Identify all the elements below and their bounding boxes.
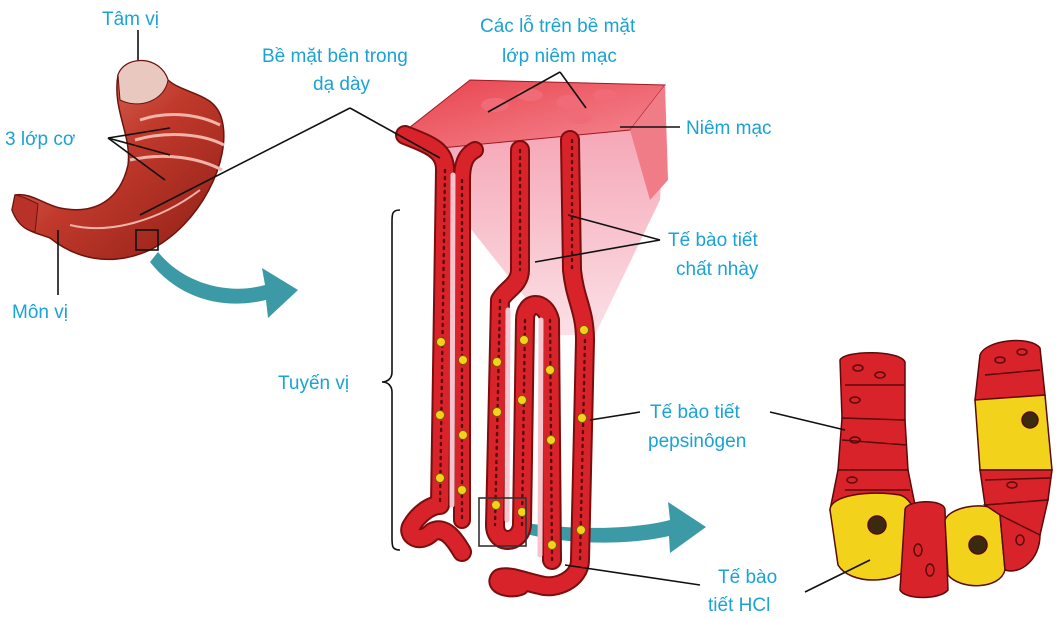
label-cac-lo-2: lớp niêm mạc [502, 46, 617, 67]
label-cac-lo-1: Các lỗ trên bề mặt [480, 15, 636, 37]
label-te-bao-hcl-2: tiết HCl [708, 595, 770, 616]
label-3-lop-co: 3 lớp cơ [5, 129, 75, 150]
label-mon-vi: Môn vị [12, 302, 68, 323]
label-niem-mac: Niêm mạc [686, 118, 772, 139]
stomach-illustration [12, 61, 224, 260]
label-tam-vi: Tâm vị [102, 9, 159, 30]
gastric-gland [382, 80, 668, 587]
label-te-bao-nhay-1: Tế bào tiết [668, 230, 758, 251]
zoom-arrow-1 [150, 252, 298, 318]
label-te-bao-pep-1: Tế bào tiết [650, 402, 740, 423]
tuyen-vi-brace [382, 210, 400, 550]
cell-cluster [830, 341, 1052, 598]
label-be-mat-2: dạ dày [313, 74, 371, 95]
label-te-bao-pep-2: pepsinôgen [648, 431, 746, 452]
label-te-bao-hcl-1: Tế bào [718, 567, 777, 588]
label-be-mat-1: Bề mặt bên trong [262, 46, 408, 67]
label-te-bao-nhay-2: chất nhày [676, 259, 759, 280]
label-tuyen-vi: Tuyến vị [278, 373, 349, 394]
